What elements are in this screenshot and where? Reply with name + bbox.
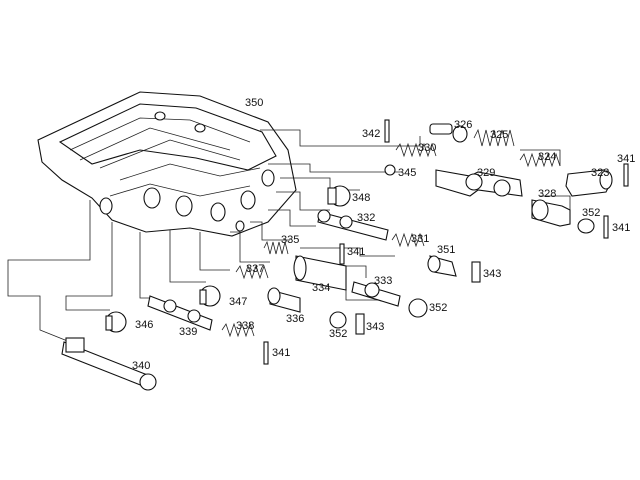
part-label: 341: [612, 222, 630, 234]
part-352-cap-right: [577, 218, 595, 234]
part-label: 325: [490, 129, 508, 141]
part-label: 341: [272, 347, 290, 359]
part-342-pin: [384, 119, 390, 143]
part-338-spring: [221, 322, 255, 338]
part-343-pin-right: [471, 261, 481, 283]
part-323-sleeve: [565, 169, 613, 197]
part-345-ball: [384, 164, 396, 176]
part-label: 347: [229, 296, 247, 308]
part-label: 338: [236, 320, 254, 332]
part-label: 352: [582, 207, 600, 219]
part-341-pin-right: [603, 215, 609, 239]
part-333-valve: [351, 281, 401, 307]
part-328-valve: [531, 199, 571, 227]
part-329-valve: [435, 169, 523, 197]
part-343-pin-bottom: [355, 313, 365, 335]
part-352-cap-bottom: [329, 311, 347, 329]
part-341-pin-bottom: [263, 341, 269, 365]
part-label: 342: [362, 128, 380, 140]
part-346-plug: [105, 311, 127, 333]
part-label: 343: [483, 268, 501, 280]
part-label: 352: [329, 328, 347, 340]
part-label: 336: [286, 313, 304, 325]
part-351-plug: [427, 255, 457, 277]
valve-body-housing: [37, 91, 297, 237]
part-label: 352: [429, 302, 447, 314]
part-label: 345: [398, 167, 416, 179]
part-label: 334: [312, 282, 330, 294]
part-label: 343: [366, 321, 384, 333]
part-348-plug: [327, 185, 351, 207]
part-label: 323: [591, 167, 609, 179]
part-335-spring: [263, 240, 289, 255]
part-332-valve: [317, 209, 389, 241]
part-341-pin-mid: [339, 243, 345, 265]
part-label: 333: [374, 275, 392, 287]
guide-lines: [7, 129, 571, 343]
part-331-spring: [391, 232, 425, 248]
part-334-sleeve: [293, 255, 347, 291]
part-label: 341: [617, 153, 635, 165]
part-label: 348: [352, 192, 370, 204]
part-label: 340: [132, 360, 150, 372]
part-325-spring: [473, 128, 515, 147]
part-label: 326: [454, 119, 472, 131]
part-label: 337: [246, 263, 264, 275]
part-label: 346: [135, 319, 153, 331]
part-324-spring: [519, 152, 561, 168]
part-347-plug: [199, 285, 221, 307]
part-label: 351: [437, 244, 455, 256]
part-330-spring: [395, 142, 437, 158]
part-labels: 350 342 326 325 330 324 323 341 345 329 …: [132, 97, 635, 372]
part-337-spring: [235, 264, 269, 280]
part-label: 330: [418, 142, 436, 154]
part-label: 350: [245, 97, 263, 109]
part-label: 339: [179, 326, 197, 338]
part-label: 328: [538, 188, 556, 200]
part-label: 331: [411, 233, 429, 245]
part-352-cap-mid: [408, 298, 428, 318]
part-label: 329: [477, 167, 495, 179]
part-label: 341: [347, 246, 365, 258]
part-336-valve: [267, 287, 301, 313]
part-label: 324: [538, 151, 556, 163]
part-label: 332: [357, 212, 375, 224]
part-326-valve: [429, 123, 468, 143]
part-339-valve: [147, 295, 213, 331]
part-label: 335: [281, 234, 299, 246]
part-340-valve: [61, 337, 157, 391]
part-341-pin-top: [623, 163, 629, 187]
